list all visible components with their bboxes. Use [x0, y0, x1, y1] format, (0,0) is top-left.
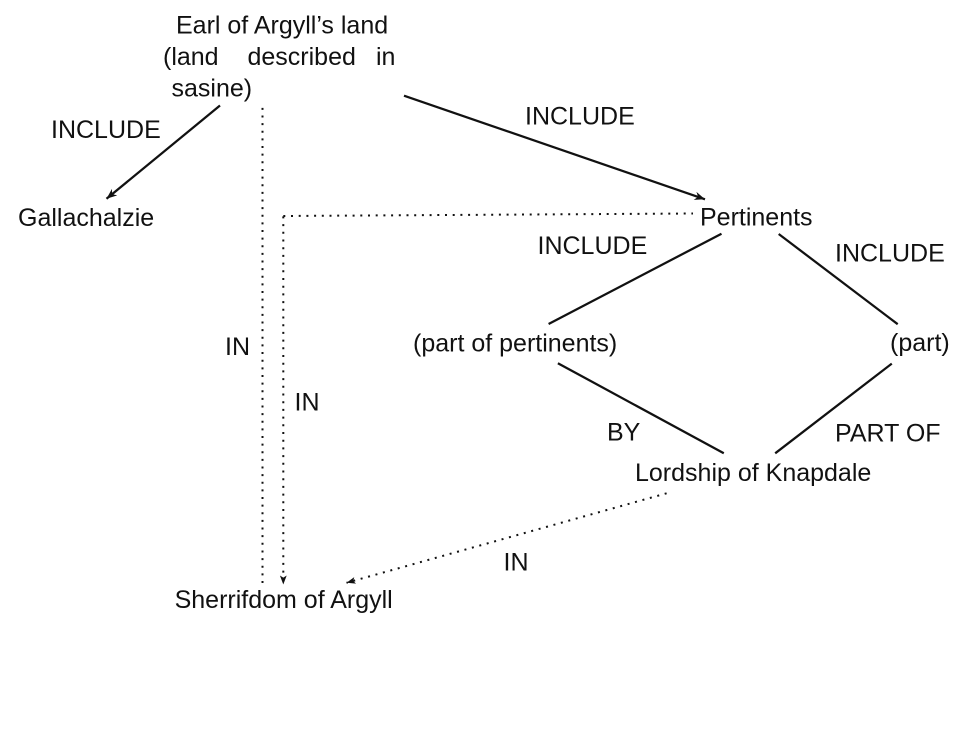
svg-text:Earl of Argyll’s land: Earl of Argyll’s land	[176, 12, 388, 40]
svg-text:INCLUDE: INCLUDE	[835, 239, 945, 267]
svg-text:described: described	[248, 43, 356, 71]
svg-text:in: in	[376, 43, 395, 71]
svg-text:(part): (part)	[890, 329, 950, 357]
svg-text:IN: IN	[295, 389, 320, 417]
svg-text:(land: (land	[163, 43, 219, 71]
svg-text:Sherrifdom of Argyll: Sherrifdom of Argyll	[175, 586, 393, 614]
svg-text:INCLUDE: INCLUDE	[51, 116, 161, 144]
svg-text:Lordship of Knapdale: Lordship of Knapdale	[635, 459, 871, 487]
svg-text:Gallachalzie: Gallachalzie	[18, 204, 154, 232]
svg-text:IN: IN	[504, 549, 529, 577]
svg-text:sasine): sasine)	[172, 75, 253, 103]
svg-text:(part of pertinents): (part of pertinents)	[413, 329, 617, 357]
svg-text:INCLUDE: INCLUDE	[538, 232, 648, 260]
svg-text:IN: IN	[225, 333, 250, 361]
svg-text:INCLUDE: INCLUDE	[525, 102, 635, 130]
svg-text:Pertinents: Pertinents	[700, 204, 813, 232]
svg-text:PART OF: PART OF	[835, 419, 941, 447]
svg-text:BY: BY	[607, 419, 641, 447]
